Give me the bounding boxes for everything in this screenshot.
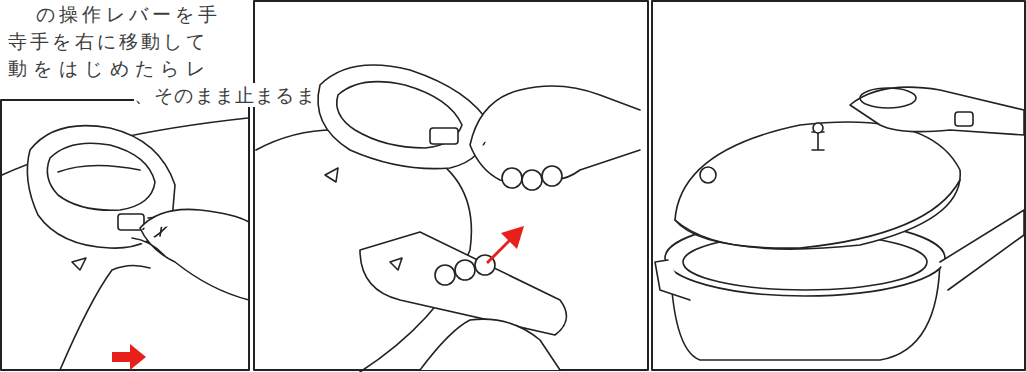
handle-window: [47, 143, 155, 210]
instruction-text: 、そのまま止まるま: [134, 83, 316, 107]
pot-side-handle: [655, 260, 690, 300]
direction-arrow: [486, 226, 524, 264]
instruction-text: の操作レバーを手: [36, 2, 222, 26]
lid: [675, 122, 960, 249]
lid-handle: [27, 126, 175, 249]
finger: [522, 170, 542, 190]
finger: [435, 265, 455, 285]
pressure-valve: [812, 132, 824, 150]
hand: [420, 319, 560, 370]
handle-window: [337, 82, 462, 148]
finger: [455, 260, 475, 280]
lid-handle: [850, 87, 1024, 135]
lid-handle: [318, 65, 490, 169]
panel-frame: [1, 100, 249, 370]
pot-edge: [60, 265, 150, 370]
pot-handle: [360, 232, 566, 335]
instruction-text: 動をはじめたらレ: [8, 56, 211, 80]
window-line: [58, 165, 140, 172]
panel-frame: [652, 1, 1025, 370]
triangle-mark: [72, 258, 86, 270]
operation-lever: [955, 112, 973, 126]
arrows: [112, 226, 524, 370]
hand: [132, 209, 249, 300]
lid-rim: [675, 180, 960, 248]
direction-arrow: [112, 344, 146, 370]
finger: [542, 166, 562, 186]
instruction-text: 寺手を右に移動して: [8, 29, 208, 53]
triangle-mark: [325, 168, 338, 182]
triangle-mark: [390, 258, 402, 270]
pot-handle: [940, 210, 1024, 290]
handle-window: [860, 88, 916, 108]
valve-weight: [813, 123, 823, 133]
panel-frame: [254, 1, 648, 370]
finger: [502, 168, 522, 188]
safety-valve: [700, 167, 716, 183]
operation-lever: [430, 128, 458, 144]
